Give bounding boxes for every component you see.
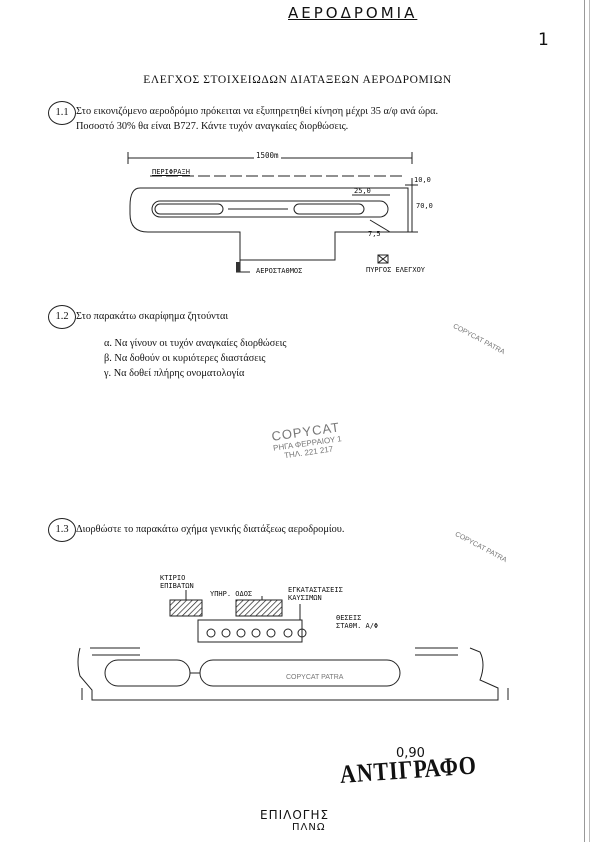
perimeter-label: ΠΕΡΙΦΡΑΞΗ bbox=[152, 168, 190, 176]
list-item: γ. Να δοθεί πλήρης ονοματολογία bbox=[104, 368, 245, 379]
question-text: Στο παρακάτω σκαρίφημα ζητούνται bbox=[76, 311, 229, 322]
question-number: 1.3 bbox=[48, 518, 76, 542]
tower-label: ΠΥΡΓΟΣ ΕΛΕΓΧΟΥ bbox=[366, 266, 426, 274]
copycat-stamp: COPYCAT PATRA bbox=[286, 674, 344, 681]
page-title: ΕΛΕΓΧΟΣ ΣΤΟΙΧΕΙΩΔΩΝ ΔΙΑΤΑΞΕΩΝ ΑΕΡΟΔΡΟΜΙΩ… bbox=[143, 74, 452, 86]
building-label: ΚΤΙΡΙΟ ΕΠΙΒΑΤΩΝ bbox=[160, 574, 194, 590]
dimension-label: 10,0 bbox=[414, 176, 431, 184]
question-text: Διορθώστε το παρακάτω σχήμα γενικής διατ… bbox=[76, 524, 345, 535]
handwritten-note: ΠΛΝΩ bbox=[292, 822, 326, 833]
question-number: 1.1 bbox=[48, 101, 76, 125]
page-edge-line bbox=[589, 0, 590, 842]
question-line: Στο εικονιζόμενο αεροδρόμιο πρόκειται να… bbox=[76, 106, 439, 117]
dimension-label: 7,5 bbox=[368, 230, 381, 238]
page-edge-line bbox=[584, 0, 585, 842]
terminal-label: ΑΕΡΟΣΤΑΘΜΟΣ bbox=[256, 267, 303, 275]
dimension-label: 70,0 bbox=[416, 202, 433, 210]
length-dimension-label: 1500m bbox=[254, 151, 281, 160]
dimension-label: 25,0 bbox=[354, 187, 371, 195]
fuel-facilities-label: ΕΓΚΑΤΑΣΤΑΣΕΙΣ ΚΑΥΣΙΜΩΝ bbox=[288, 586, 343, 602]
question-items: α. Να γίνουν οι τυχόν αναγκαίες διορθώσε… bbox=[104, 336, 286, 381]
list-item: α. Να γίνουν οι τυχόν αναγκαίες διορθώσε… bbox=[104, 338, 287, 349]
question-line: Ποσοστό 30% θα είναι Β727. Κάντε τυχόν α… bbox=[76, 121, 349, 132]
handwritten-title: ΑΕΡΟΔΡΟΜΙΑ bbox=[288, 4, 418, 22]
aircraft-stands-label: ΘΕΣΕΙΣ ΣΤΑΘΜ. Α/Φ bbox=[336, 614, 379, 630]
handwritten-note: ΕΠΙΛΟΓΗΣ bbox=[260, 808, 330, 822]
question-number: 1.2 bbox=[48, 305, 76, 329]
list-item: β. Να δοθούν οι κυριότερες διαστάσεις bbox=[104, 353, 266, 364]
service-road-label: ΥΠΗΡ. ΟΔΟΣ bbox=[210, 590, 253, 598]
question-text: Στο εικονιζόμενο αεροδρόμιο πρόκειται να… bbox=[76, 104, 576, 134]
handwritten-number: 0,90 bbox=[396, 746, 425, 761]
page-number: 1 bbox=[538, 30, 549, 50]
